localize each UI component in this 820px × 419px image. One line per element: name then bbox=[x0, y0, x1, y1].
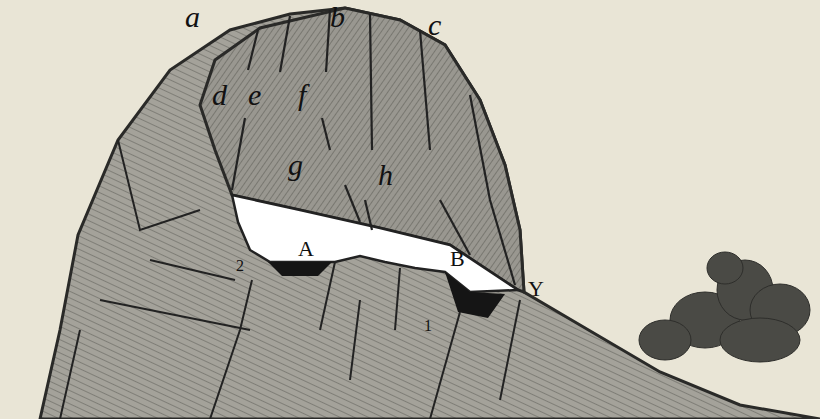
part-letter: B bbox=[450, 248, 465, 270]
part-letter: b bbox=[330, 2, 345, 32]
part-letter: f bbox=[298, 80, 306, 110]
part-letter: h bbox=[378, 160, 393, 190]
part-letter: a bbox=[185, 2, 200, 32]
part-letter: 2 bbox=[236, 258, 244, 274]
part-letter: Y bbox=[528, 278, 544, 300]
part-letter: d bbox=[212, 80, 227, 110]
part-letter: 1 bbox=[424, 318, 432, 334]
part-letter: A bbox=[298, 238, 314, 260]
part-letter: c bbox=[428, 10, 441, 40]
part-letter: g bbox=[288, 150, 303, 180]
part-letter: e bbox=[248, 80, 261, 110]
